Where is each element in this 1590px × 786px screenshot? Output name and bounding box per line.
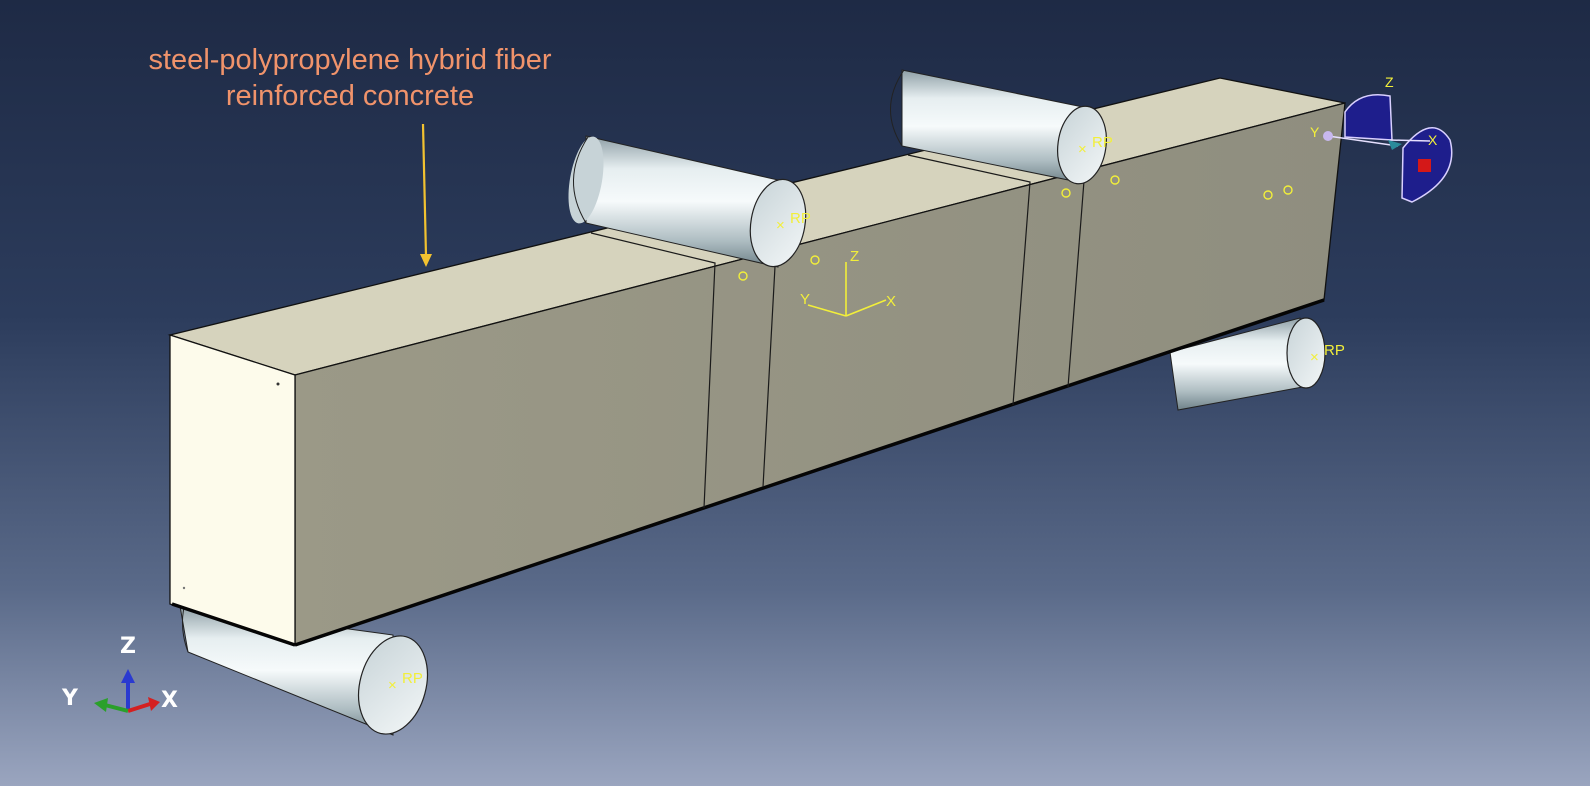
local-csys	[807, 262, 887, 317]
annotation-line-1: steel-polypropylene hybrid fiber	[148, 44, 552, 76]
manip-x-label: X	[1428, 132, 1438, 148]
concrete-beam[interactable]	[167, 77, 1346, 647]
local-z-label: Z	[850, 248, 859, 265]
rp-label: RP	[790, 210, 811, 227]
svg-text:×: ×	[776, 217, 785, 234]
loading-roller-1[interactable]	[563, 134, 813, 271]
reference-point-3[interactable]: × RP	[1310, 342, 1345, 366]
reference-point-2[interactable]: × RP	[1078, 134, 1113, 158]
beam-annotation: steel-polypropylene hybrid fiber reinfor…	[100, 42, 600, 114]
annotation-line-2: reinforced concrete	[225, 80, 475, 112]
triad-z-label: Z	[120, 634, 136, 659]
local-y-label: Y	[800, 291, 810, 308]
back-support-roller[interactable]	[1169, 317, 1326, 411]
node-markers	[738, 175, 1293, 281]
rp-label: RP	[402, 670, 423, 687]
svg-text:×: ×	[388, 677, 397, 694]
triad-x-label: X	[161, 688, 178, 713]
annotation-arrow	[420, 123, 432, 267]
view-manipulator[interactable]: Z Y X	[1310, 74, 1453, 203]
manip-z-label: Z	[1385, 74, 1394, 90]
reference-point-4[interactable]: × RP	[388, 670, 423, 694]
manip-y-label: Y	[1310, 124, 1320, 140]
triad-y-label: Y	[61, 686, 79, 711]
svg-text:×: ×	[1310, 349, 1319, 366]
beam-end-face	[169, 334, 296, 646]
rp-label: RP	[1092, 134, 1113, 151]
reference-point-1[interactable]: × RP	[776, 210, 811, 234]
local-x-label: X	[886, 293, 896, 310]
loading-roller-2[interactable]	[890, 69, 1111, 187]
rp-label: RP	[1324, 342, 1345, 359]
svg-text:×: ×	[1078, 141, 1087, 158]
front-support-roller[interactable]	[179, 599, 438, 742]
global-triad: Z Y X	[61, 634, 178, 713]
